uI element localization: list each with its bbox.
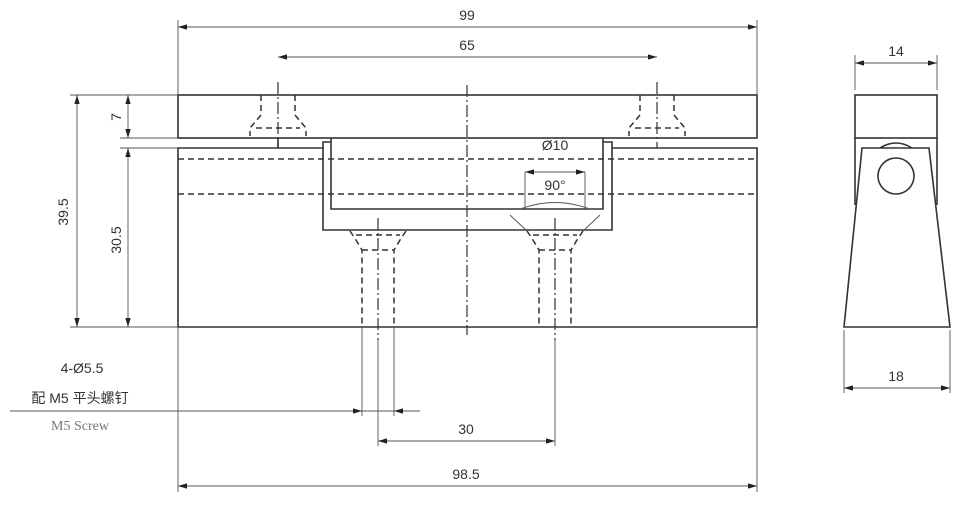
dim-99-label: 99 xyxy=(459,7,475,23)
side-bore-circle xyxy=(877,157,915,195)
screw-en-label: M5 Screw xyxy=(51,419,110,434)
dim-30-label: 30 xyxy=(458,421,474,437)
dim-hole-leader: 4-Ø5.5 配 M5 平头螺钉 M5 Screw xyxy=(10,327,758,492)
bottom-right-hole xyxy=(509,169,601,340)
dim-angle-label: 90° xyxy=(544,177,565,193)
front-view: Ø10 90° xyxy=(177,82,758,340)
dim-30-5-label: 30.5 xyxy=(108,226,124,253)
dim-counterbore-label: Ø10 xyxy=(542,137,569,153)
dim-18-label: 18 xyxy=(888,368,904,384)
dim-39-5-label: 39.5 xyxy=(55,198,71,225)
dim-98-5-label: 98.5 xyxy=(452,466,479,482)
dim-14-label: 14 xyxy=(888,43,904,59)
side-top-plate xyxy=(854,94,938,139)
dim-30: 30 xyxy=(378,421,555,444)
top-right-hole xyxy=(628,82,686,148)
side-wedge xyxy=(843,147,951,328)
dim-height-left: 39.5 7 30.5 xyxy=(55,94,178,328)
dim-7-label: 7 xyxy=(108,113,124,121)
top-left-hole xyxy=(249,82,307,148)
dim-65: 65 xyxy=(278,37,657,60)
hole-spec-label: 4-Ø5.5 xyxy=(61,360,104,376)
bottom-left-hole xyxy=(349,218,407,340)
side-view: 14 18 xyxy=(843,43,951,393)
dim-99: 99 xyxy=(177,7,758,95)
dim-98-5: 98.5 xyxy=(178,466,757,489)
dim-65-label: 65 xyxy=(459,37,475,53)
screw-cn-label: 配 M5 平头螺钉 xyxy=(31,390,128,406)
